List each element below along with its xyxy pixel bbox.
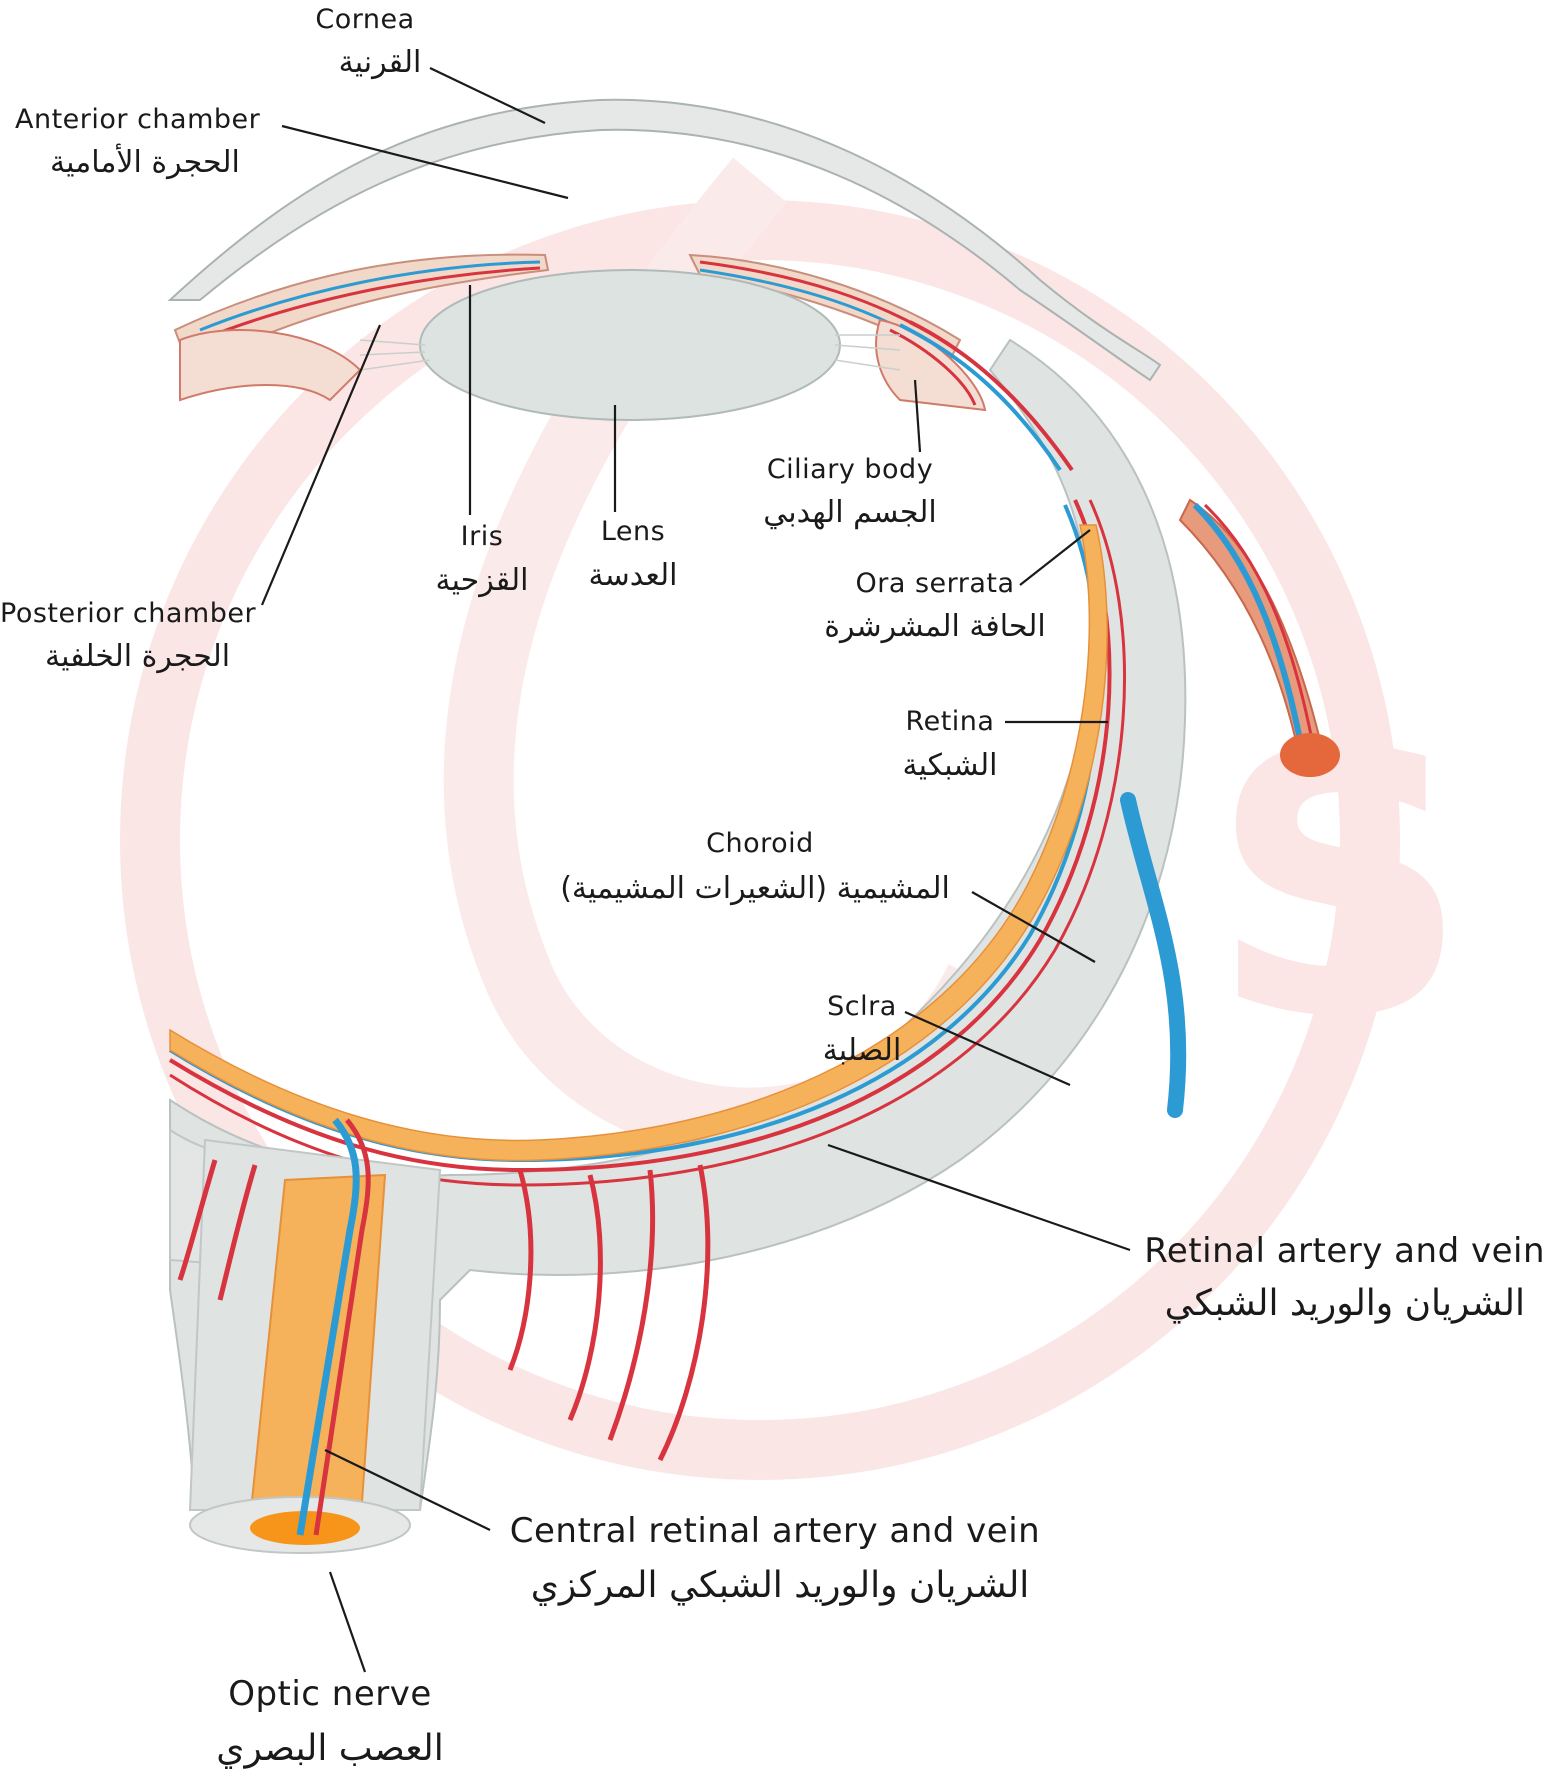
label-optic-nerve: Optic nerve العصب البصري [216,1572,443,1769]
retinal-vessels-label-en: Retinal artery and vein [1144,1231,1545,1271]
ciliary-body-label-en: Ciliary body [767,454,933,485]
central-vessels-label-ar: الشريان والوريد الشبكي المركزي [531,1565,1030,1606]
sclera-label-en: Sclra [827,991,897,1022]
retina-label-ar: الشبكية [903,748,998,783]
sclera-label-ar: الصلبة [823,1033,902,1068]
optic-nerve-label-ar: العصب البصري [216,1728,443,1769]
retinal-vessels-label-ar: الشريان والوريد الشبكي [1165,1283,1525,1324]
ciliary-body-label-ar: الجسم الهدبي [763,495,937,530]
posterior-chamber-label-ar: الحجرة الخلفية [45,639,230,674]
cornea-label-ar: القرنية [339,45,422,80]
iris-label-en: Iris [461,521,504,552]
label-ora-serrata: Ora serrata الحافة المشرشرة [824,530,1090,644]
anterior-chamber-label-en: Anterior chamber [15,104,261,135]
choroid-label-en: Choroid [706,828,814,859]
retina-label-en: Retina [906,706,995,737]
cornea-label-en: Cornea [315,4,414,35]
cornea-leader [430,68,545,123]
ora-serrata-label-ar: الحافة المشرشرة [824,609,1045,644]
optic-nerve-label-en: Optic nerve [228,1674,432,1714]
label-cornea: Cornea القرنية [315,4,545,123]
lens-label-en: Lens [601,516,665,547]
optic-nerve-leader [330,1572,365,1672]
choroid-label-ar: المشيمية (الشعيرات المشيمية) [560,871,950,906]
ora-serrata-label-en: Ora serrata [855,568,1014,599]
posterior-chamber-label-en: Posterior chamber [0,598,256,629]
iris-label-ar: القزحية [436,563,529,598]
central-vessels-label-en: Central retinal artery and vein [510,1511,1040,1551]
svg-text:S: S [1210,676,1469,1095]
anterior-chamber-label-ar: الحجرة الأمامية [50,142,240,180]
ora-serrata-leader [1020,530,1090,585]
lens-label-ar: العدسة [589,558,678,593]
label-ciliary-body: Ciliary body الجسم الهدبي [763,380,937,530]
